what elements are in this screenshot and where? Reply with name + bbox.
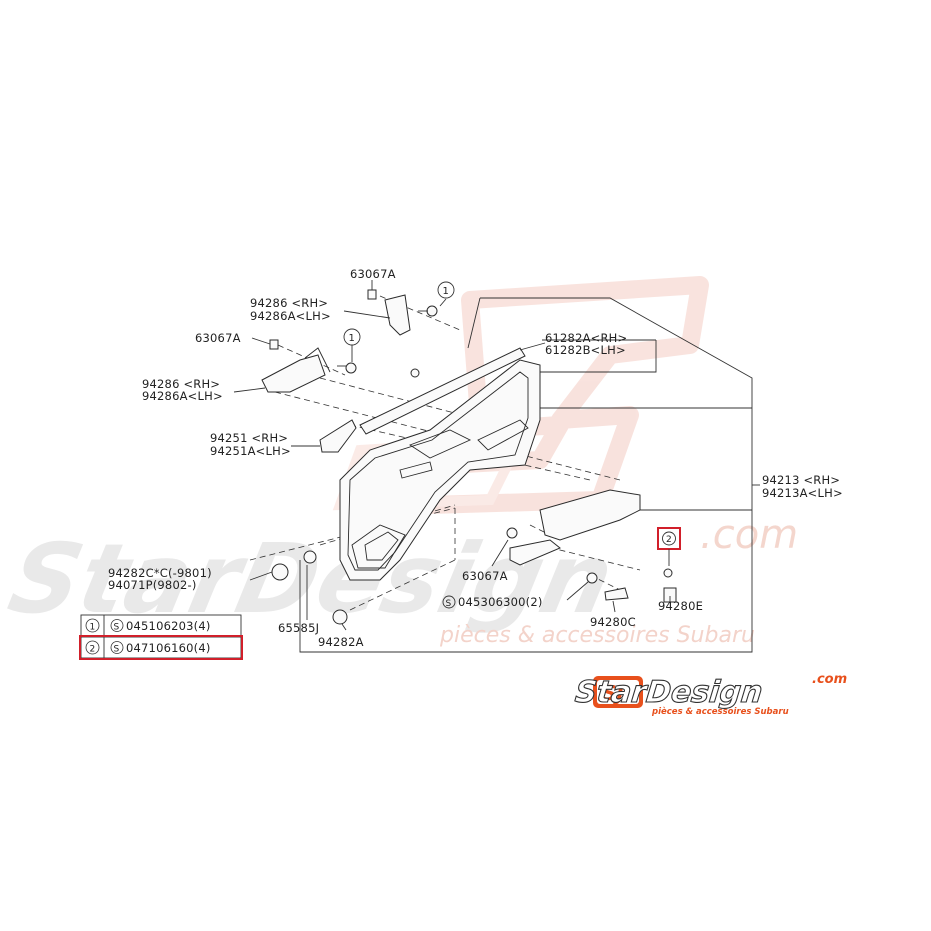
- door-trim-panel: [339, 359, 541, 581]
- label-63067a-mid: 63067A: [195, 331, 241, 345]
- logo-name: StarDesign: [573, 675, 764, 710]
- svg-text:1: 1: [443, 286, 449, 297]
- label-61282a-rh: 61282A<RH>: [545, 331, 627, 345]
- label-045306300: 045306300(2): [458, 595, 543, 609]
- label-94286a-mid-lh: 94286A<LH>: [142, 389, 223, 403]
- weatherstrip-part: [359, 347, 526, 435]
- callout-1-upper: 1: [437, 281, 455, 299]
- assembly-bracket-lines: [299, 297, 760, 653]
- label-94213a-lh: 94213A<LH>: [762, 486, 843, 500]
- label-94286-mid-rh: 94286 <RH>: [142, 377, 220, 391]
- label-63067a-low: 63067A: [462, 569, 508, 583]
- logo-mark: SJ: [602, 681, 624, 705]
- label-94286a-top-lh: 94286A<LH>: [250, 309, 331, 323]
- legend-num-1: 1: [90, 623, 96, 633]
- legend-row-2-highlight: [79, 635, 243, 660]
- leader-lines: [233, 280, 671, 631]
- watermark-com-text: .com: [700, 512, 798, 558]
- watermark-sub-text: pièces & accessoires Subaru: [439, 623, 755, 648]
- label-94286-top-rh: 94286 <RH>: [250, 296, 328, 310]
- svg-text:S: S: [114, 645, 120, 655]
- legend-part-047106160: 047106160(4): [126, 641, 211, 655]
- logo-tagline: pièces & accessoires Subaru: [651, 706, 789, 717]
- label-94282a: 94282A: [318, 635, 364, 649]
- label-94251-rh: 94251 <RH>: [210, 431, 288, 445]
- svg-text:S: S: [114, 623, 120, 633]
- legend-num-2: 2: [90, 645, 96, 655]
- svg-text:S: S: [446, 599, 452, 609]
- label-94071p: 94071P(9802-): [108, 578, 197, 592]
- label-61282b-lh: 61282B<LH>: [545, 343, 626, 357]
- label-94251a-lh: 94251A<LH>: [210, 444, 291, 458]
- watermark: StarDesign .com pièces & accessoires Sub…: [0, 276, 798, 648]
- logo-domain: .com: [812, 672, 847, 687]
- svg-text:1: 1: [349, 333, 355, 344]
- callout-1-mid: 1: [343, 328, 361, 346]
- label-94213-rh: 94213 <RH>: [762, 473, 840, 487]
- pull-handle-part: [319, 419, 357, 453]
- label-94280e: 94280E: [658, 599, 703, 613]
- callout-2-highlighted: 2: [657, 527, 681, 566]
- upper-bracket-part: [261, 294, 411, 393]
- armrest-part: [509, 489, 641, 566]
- label-94282c: 94282C*C(-9801): [108, 566, 212, 580]
- legend-part-045106203: 045106203(4): [126, 619, 211, 633]
- clips-and-screws: [269, 289, 677, 625]
- label-65585j: 65585J: [278, 621, 319, 635]
- s-symbol-045306300: S: [442, 595, 456, 609]
- svg-text:2: 2: [666, 535, 672, 545]
- part-labels: 63067A 94286 <RH> 94286A<LH> 63067A 9428…: [108, 267, 843, 649]
- stardesign-logo: SJ StarDesign .com pièces & accessoires …: [573, 672, 847, 717]
- label-63067a-top: 63067A: [350, 267, 396, 281]
- fastener-legend: 1 S 045106203(4) 2 S 047106160(4): [79, 614, 243, 660]
- label-94280c: 94280C: [590, 615, 636, 629]
